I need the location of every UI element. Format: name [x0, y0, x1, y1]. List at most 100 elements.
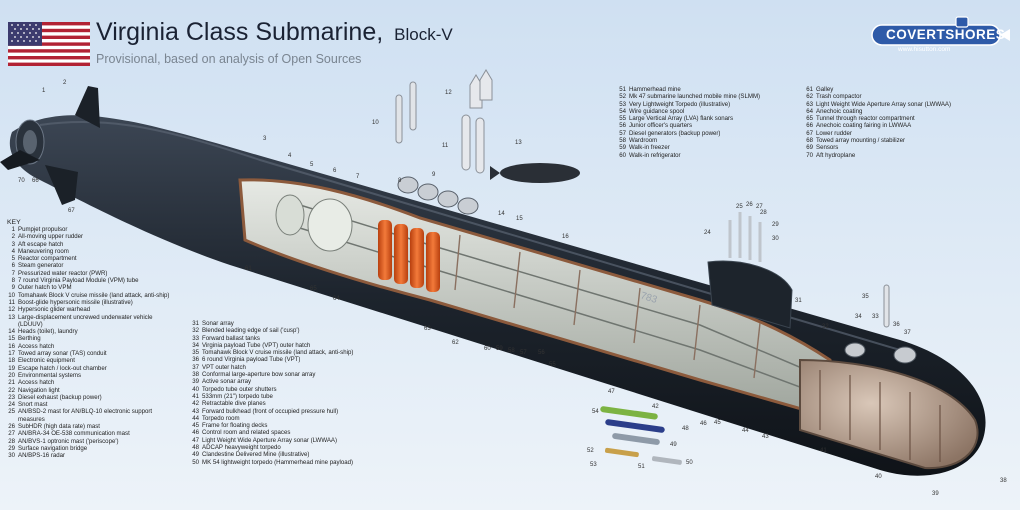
key-item-number: 38 — [192, 371, 199, 379]
callout: 43 — [762, 434, 769, 440]
key-item-label: Anechoic coating fairing in LWWAA — [816, 122, 912, 130]
callout: 30 — [772, 236, 779, 242]
key-item-number: 5 — [11, 255, 15, 263]
key-item-number: 18 — [8, 357, 15, 365]
key-heading: KEY — [7, 219, 21, 226]
key-item-label: AN/BPS-16 radar — [18, 452, 66, 460]
callout: 39 — [932, 491, 939, 497]
key-item-number: 64 — [806, 107, 813, 115]
key-item-label: Outer hatch to VPM — [18, 284, 72, 292]
key-item-label: Frame for floating decks — [202, 422, 268, 430]
callout: 56 — [538, 350, 545, 356]
key-item-number: 1 — [11, 226, 15, 233]
key-item-number: 47 — [192, 436, 199, 444]
callout: 40 — [875, 474, 882, 480]
title-text: Virginia Class Submarine, — [96, 18, 384, 46]
key-item-label: Hypersonic glider warhead — [18, 306, 91, 314]
key-item-number: 2 — [11, 233, 15, 241]
key-item-number: 25 — [8, 408, 15, 416]
callout: 24 — [704, 230, 711, 236]
callout: 1 — [42, 88, 46, 94]
key-item-label: Blended leading edge of sail ('cusp') — [202, 327, 300, 335]
key-item-label: Large-displacement uncrewed underwater v… — [18, 313, 153, 328]
vpt-hatch-2 — [893, 346, 917, 364]
bow-section — [799, 342, 979, 470]
key-item-label: Wardroom — [629, 137, 658, 145]
key-item-label: 7 round Virginia Payload Module (VPM) tu… — [18, 277, 139, 285]
callout: 33 — [872, 314, 879, 320]
callout: 46 — [700, 421, 707, 427]
callout: 5 — [310, 162, 314, 168]
us-flag-icon — [8, 22, 90, 66]
callout: 6 — [333, 168, 337, 174]
key-item-number: 12 — [8, 306, 15, 314]
callout: 60 — [484, 346, 491, 352]
callout: 50 — [686, 460, 693, 466]
key-item-label: Escape hatch / lock-out chamber — [18, 364, 107, 372]
key-item-label: SubHDR (high data rate) mast — [18, 423, 100, 431]
key-item-label: 6 round Virginia payload Tube (VPT) — [202, 356, 301, 364]
callout: 48 — [682, 426, 689, 432]
key-item-number: 46 — [192, 429, 199, 437]
key-item-number: 68 — [806, 137, 813, 145]
callout: 63 — [424, 326, 431, 332]
key-item-number: 20 — [8, 371, 15, 379]
key-item-label: Heads (toilet), laundry — [18, 328, 78, 336]
key-item-number: 32 — [192, 327, 199, 335]
callout: 8 — [398, 178, 402, 184]
key-item-label: Boost-glide hypersonic missile (illustra… — [18, 298, 133, 306]
key-item-number: 65 — [806, 115, 813, 123]
key-item-number: 48 — [192, 444, 199, 452]
callout: 2 — [63, 80, 67, 86]
callout: 15 — [516, 216, 523, 222]
key-item-number: 36 — [192, 356, 199, 364]
key-item-label: Reactor compartment — [18, 255, 77, 263]
key-item-label: Maneuvering room — [18, 247, 69, 255]
aft-hydroplane — [0, 150, 40, 170]
key-item-number: 40 — [192, 385, 199, 393]
key-item-label: Pumpjet propulsor — [18, 226, 68, 233]
key-item-number: 19 — [8, 364, 15, 372]
key-item-number: 26 — [8, 423, 15, 431]
callout: 4 — [288, 153, 292, 159]
callout: 52 — [587, 448, 594, 454]
key-item-label: Junior officer's quarters — [629, 122, 693, 130]
key-item-number: 9 — [11, 284, 15, 292]
key-item-number: 28 — [8, 437, 15, 445]
key-item-label: Steam generator — [18, 262, 64, 270]
callout: 55 — [549, 362, 556, 368]
callout: 38 — [1000, 478, 1007, 484]
key-item-label: Active sonar array — [202, 378, 252, 386]
page-subtitle: Provisional, based on analysis of Open S… — [96, 52, 362, 66]
key-item-number: 62 — [806, 93, 813, 101]
key-item-label: Walk-in refrigerator — [629, 151, 681, 159]
key-item-label: Torpedo tube outer shutters — [202, 385, 277, 393]
callout: 49 — [670, 442, 677, 448]
key-item-number: 30 — [8, 452, 15, 460]
key-item-label: Electronic equipment — [18, 357, 75, 365]
title-block: Block-V — [394, 25, 453, 44]
lower-rudder — [45, 165, 78, 205]
key-item-number: 8 — [11, 277, 15, 285]
key-item-label: Large Vertical Array (LVA) flank sonars — [629, 115, 734, 123]
